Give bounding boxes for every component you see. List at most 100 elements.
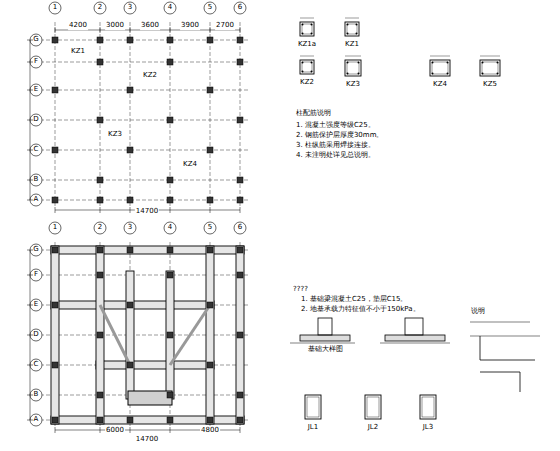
drawing-label: D xyxy=(32,116,39,124)
drawing-label: C xyxy=(33,146,40,154)
drawing-rect xyxy=(52,147,58,153)
drawing-rect xyxy=(52,197,58,203)
drawing-rect xyxy=(97,392,103,398)
drawing-line xyxy=(170,207,171,213)
drawing-label: F xyxy=(33,271,39,279)
note-text: ???? xyxy=(292,286,309,294)
drawing-label: 4200 xyxy=(68,22,88,30)
drawing-line xyxy=(170,27,171,33)
drawing-line xyxy=(27,200,33,201)
rebar-dot xyxy=(497,73,499,75)
drawing-line xyxy=(480,360,535,361)
drawing-label: 1 xyxy=(52,224,58,232)
drawing-label: KZ5 xyxy=(482,81,498,89)
drawing-rect xyxy=(422,397,434,417)
drawing-rect xyxy=(207,302,213,308)
drawing-rect xyxy=(167,177,173,183)
drawing-rect xyxy=(480,60,500,76)
drawing-line xyxy=(300,56,314,57)
drawing-rect xyxy=(51,416,244,424)
drawing-rect xyxy=(405,318,423,335)
drawing-rect xyxy=(127,147,133,153)
drawing-line xyxy=(55,27,56,33)
axis-bubble xyxy=(94,222,106,234)
drawing-label: C xyxy=(33,361,40,369)
drawing-rect xyxy=(97,177,103,183)
drawing-label: KZ4 xyxy=(182,161,198,169)
drawing-rect xyxy=(345,60,361,76)
drawing-line xyxy=(300,18,314,19)
drawing-label: 3900 xyxy=(180,22,200,30)
drawing-rect xyxy=(51,246,244,254)
drawing-label: 6 xyxy=(237,224,243,232)
drawing-line xyxy=(480,336,481,360)
drawing-rect xyxy=(167,37,173,43)
drawing-line xyxy=(27,275,33,276)
drawing-label: 3 xyxy=(127,224,133,232)
drawing-rect xyxy=(96,361,214,369)
drawing-line xyxy=(27,335,33,336)
axis-bubble xyxy=(204,2,216,14)
drawing-label: 6 xyxy=(237,4,243,12)
drawing-rect xyxy=(51,301,214,309)
drawing-rect xyxy=(365,395,381,419)
rebar-dot xyxy=(358,62,360,64)
rebar-dot xyxy=(356,24,358,26)
drawing-label: B xyxy=(33,176,40,184)
axis-bubble xyxy=(49,2,61,14)
drawing-rect xyxy=(207,197,213,203)
drawing-line xyxy=(100,207,101,213)
rebar-dot xyxy=(311,71,313,73)
drawing-line xyxy=(480,56,500,57)
note-text: 说明 xyxy=(470,308,486,316)
drawing-rect xyxy=(97,332,103,338)
drawing-line xyxy=(100,305,130,365)
drawing-line xyxy=(27,90,33,91)
drawing-rect xyxy=(206,246,214,424)
rebar-dot xyxy=(302,33,304,35)
note-text: 1. 混凝土强度等级C25。 xyxy=(295,122,376,130)
axis-bubble xyxy=(164,222,176,234)
drawing-rect xyxy=(97,37,103,43)
rebar-dot xyxy=(432,73,434,75)
drawing-label: 5 xyxy=(207,224,213,232)
drawing-rect xyxy=(207,87,213,93)
drawing-line xyxy=(40,120,250,121)
drawing-rect xyxy=(166,271,174,399)
drawing-rect xyxy=(167,197,173,203)
drawing-label: 2700 xyxy=(215,22,235,30)
drawing-rect xyxy=(236,246,244,424)
drawing-rect xyxy=(97,117,103,123)
drawing-line xyxy=(27,120,33,121)
drawing-label: 2 xyxy=(97,224,103,232)
drawing-label: G xyxy=(32,246,39,254)
drawing-line xyxy=(40,180,250,181)
note-text: 柱配筋说明 xyxy=(295,110,332,118)
drawing-rect xyxy=(318,318,332,335)
rebar-dot xyxy=(302,71,304,73)
drawing-line xyxy=(290,343,355,344)
axis-bubble xyxy=(49,222,61,234)
drawing-label: KZ1a xyxy=(297,41,317,49)
drawing-line xyxy=(100,427,101,433)
drawing-label: 5 xyxy=(207,4,213,12)
drawing-rect xyxy=(367,397,379,417)
drawing-line xyxy=(27,365,33,366)
drawing-rect xyxy=(430,60,450,76)
drawing-rect xyxy=(300,22,314,36)
drawing-line xyxy=(27,250,33,251)
drawing-label: JL3 xyxy=(422,424,434,432)
drawing-rect xyxy=(127,247,133,253)
drawing-line xyxy=(40,335,250,336)
drawing-label: 4800 xyxy=(200,427,220,435)
drawing-rect xyxy=(97,197,103,203)
drawing-line xyxy=(210,207,211,213)
axis-bubble xyxy=(164,2,176,14)
drawing-line xyxy=(130,427,131,433)
drawing-label: KZ2 xyxy=(142,72,158,80)
drawing-line xyxy=(55,207,56,213)
drawing-rect xyxy=(97,272,103,278)
drawing-rect xyxy=(207,37,213,43)
